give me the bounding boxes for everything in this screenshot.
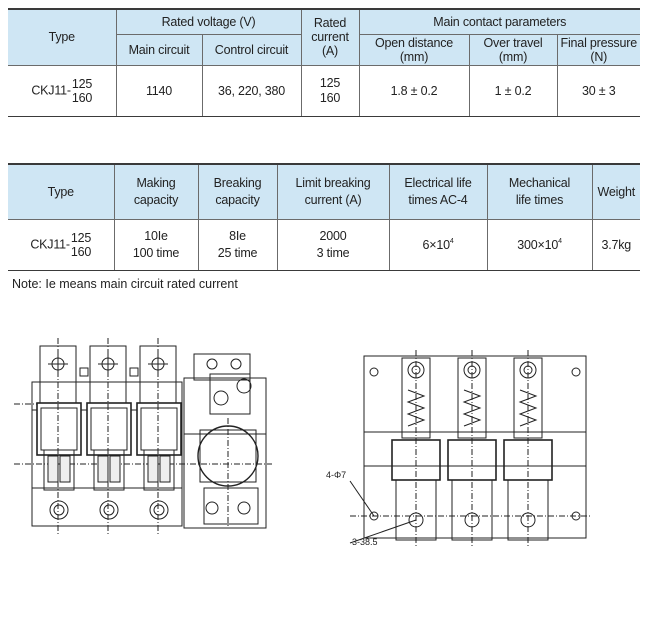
pole-3 — [136, 345, 182, 520]
note-text: Note: Ie means main circuit rated curren… — [12, 277, 238, 291]
pole-2 — [86, 345, 132, 520]
over-travel-value: 1 ± 0.2 — [468, 65, 557, 117]
type-header: Type — [8, 9, 116, 66]
final-pressure-value: 30 ± 3 — [556, 65, 641, 117]
mechanical-life-value: 300×104 — [486, 219, 592, 271]
main-contact-header: Main contact parameters — [358, 9, 641, 35]
open-distance-header: Open distance (mm) — [358, 34, 469, 66]
slots-dimension-label: 3-38.5 — [352, 537, 378, 547]
pole-1 — [36, 345, 82, 520]
weight-value: 3.7kg — [591, 219, 640, 271]
main-circuit-header: Main circuit — [115, 34, 202, 66]
operating-mechanism — [183, 353, 267, 529]
rated-current-header: Rated current (A) — [300, 9, 359, 66]
main-circuit-value: 1140 — [115, 65, 202, 117]
weight-header: Weight — [591, 164, 640, 220]
final-pressure-header: Final pressure (N) — [556, 34, 641, 66]
holes-dimension-label: 4-Φ7 — [326, 470, 347, 480]
open-distance-value: 1.8 ± 0.2 — [358, 65, 469, 117]
rated-current-value: 125 160 — [300, 65, 359, 117]
contactor-front-view-drawing — [349, 350, 590, 546]
control-circuit-header: Control circuit — [201, 34, 301, 66]
type-header-2: Type — [8, 164, 114, 220]
control-circuit-value: 36, 220, 380 — [201, 65, 301, 117]
parameters-table-1: Type Rated voltage (V) Rated current (A)… — [8, 8, 641, 117]
electrical-life-value: 6×104 — [388, 219, 487, 271]
over-travel-header: Over travel (mm) — [468, 34, 557, 66]
contactor-side-view-drawing — [14, 338, 272, 534]
rated-voltage-header: Rated voltage (V) — [115, 9, 301, 35]
